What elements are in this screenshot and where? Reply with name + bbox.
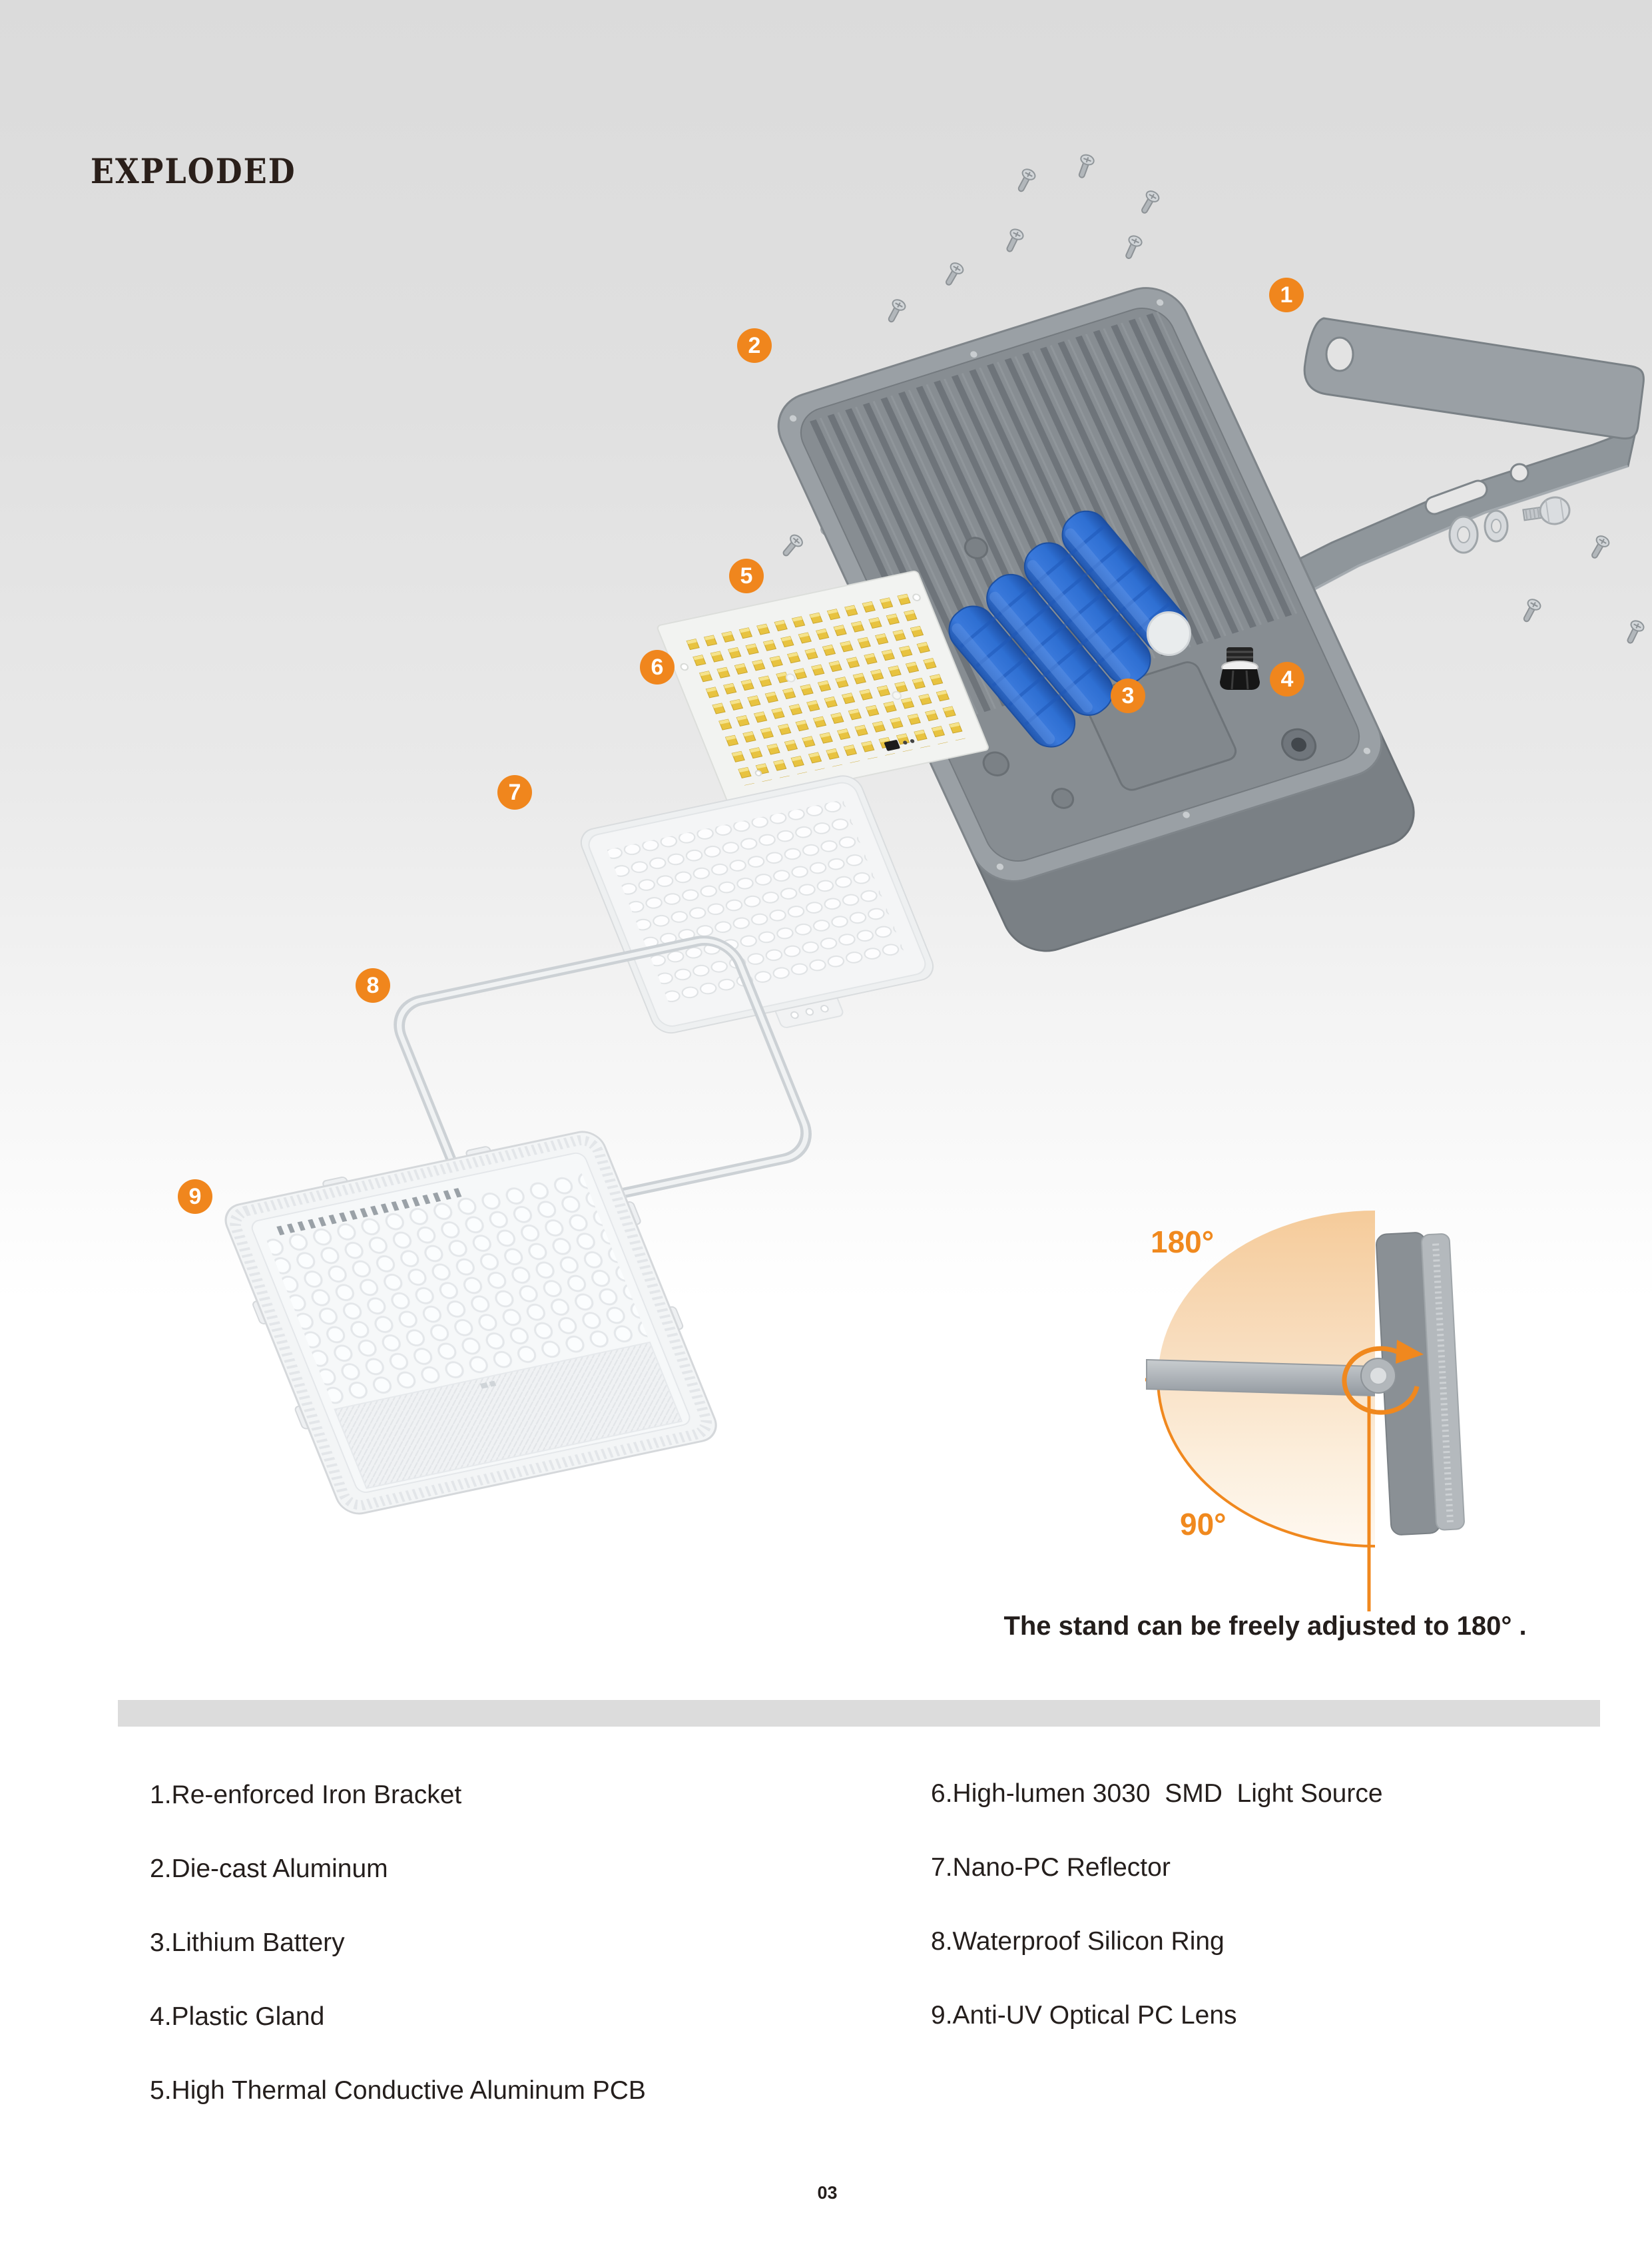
angle-label-90: 90° bbox=[1180, 1507, 1227, 1541]
part-item-5: 5.High Thermal Conductive Aluminum PCB bbox=[150, 2076, 646, 2105]
plastic-gland-illustration bbox=[1220, 647, 1260, 690]
angle-diagram-illustration bbox=[1145, 1211, 1465, 1611]
stand-adjust-caption: The stand can be freely adjusted to 180°… bbox=[1003, 1611, 1527, 1641]
parts-list-right: 6.High-lumen 3030 SMD Light Source 7.Nan… bbox=[931, 1779, 1383, 2031]
reflector-illustration bbox=[580, 775, 934, 1034]
part-item-6: 6.High-lumen 3030 SMD Light Source bbox=[931, 1779, 1383, 1808]
callout-9: 9 bbox=[178, 1179, 212, 1214]
page-number: 03 bbox=[817, 2183, 838, 2203]
part-item-7: 7.Nano-PC Reflector bbox=[931, 1853, 1171, 1882]
part-item-8: 8.Waterproof Silicon Ring bbox=[931, 1927, 1225, 1956]
part-item-9: 9.Anti-UV Optical PC Lens bbox=[931, 2001, 1237, 2030]
part-item-4: 4.Plastic Gland bbox=[150, 2002, 325, 2031]
callout-6: 6 bbox=[640, 650, 675, 685]
callout-1: 1 bbox=[1269, 278, 1304, 312]
pcb-illustration bbox=[657, 570, 989, 805]
callout-8: 8 bbox=[356, 968, 390, 1003]
separator-bar bbox=[118, 1700, 1600, 1727]
parts-list-left: 1.Re-enforced Iron Bracket 2.Die-cast Al… bbox=[150, 1780, 646, 2106]
battery-illustration bbox=[948, 510, 1191, 748]
part-item-2: 2.Die-cast Aluminum bbox=[150, 1854, 388, 1883]
callout-2: 2 bbox=[737, 328, 772, 363]
callout-3: 3 bbox=[1111, 679, 1145, 713]
callout-4: 4 bbox=[1270, 662, 1304, 697]
callout-7: 7 bbox=[497, 775, 532, 810]
silicon-ring-illustration bbox=[394, 936, 812, 1224]
callout-5: 5 bbox=[729, 559, 764, 593]
page-title: EXPLODED bbox=[91, 150, 296, 192]
angle-label-180: 180° bbox=[1151, 1225, 1215, 1259]
lens-illustration bbox=[224, 1131, 717, 1515]
part-item-1: 1.Re-enforced Iron Bracket bbox=[150, 1781, 462, 1809]
part-item-3: 3.Lithium Battery bbox=[150, 1928, 345, 1957]
